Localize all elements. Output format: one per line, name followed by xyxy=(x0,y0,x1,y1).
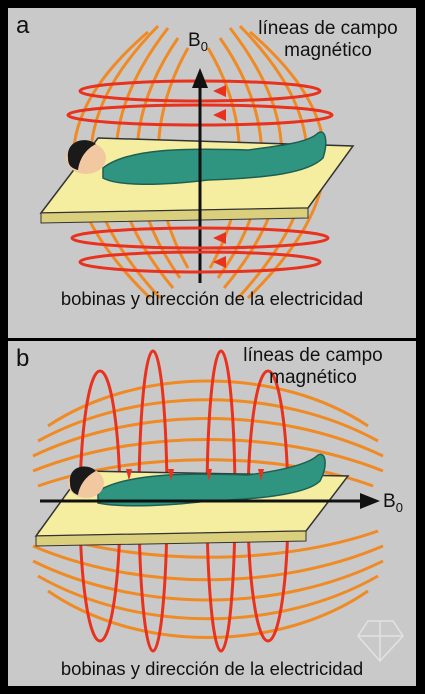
watermark-logo xyxy=(357,620,404,663)
panel-b-illustration xyxy=(32,349,404,663)
coil-label: bobinas y dirección de la electricidad xyxy=(60,288,364,309)
panel-letter: a xyxy=(16,12,30,39)
b0-label: B0 xyxy=(383,491,403,515)
b0-label: B0 xyxy=(188,30,208,54)
field-lines-label: líneas de campo magnético xyxy=(258,18,398,61)
bottom-coils xyxy=(70,226,330,274)
field-lines xyxy=(32,379,384,639)
table-edge xyxy=(40,207,309,224)
coil-arrows xyxy=(126,469,264,481)
panel-letter: b xyxy=(16,345,30,372)
field-lines-label: líneas de campo magnético xyxy=(243,345,383,388)
coil-label: bobinas y dirección de la electricidad xyxy=(60,658,364,679)
patient-hair xyxy=(69,466,96,495)
b0-arrowhead xyxy=(192,68,208,88)
table-edge xyxy=(35,530,307,547)
coil-arrows xyxy=(213,85,226,268)
b0-arrowhead xyxy=(360,493,380,509)
panel-a: a B0 líneas de campo magnético bobinas y… xyxy=(8,8,416,338)
patient-body xyxy=(102,131,327,186)
panel-a-illustration xyxy=(39,24,355,300)
panel-b: b B0 líneas de campo magnético bobinas y… xyxy=(8,341,416,686)
patient-body xyxy=(97,453,326,507)
patient-hair xyxy=(67,140,96,170)
